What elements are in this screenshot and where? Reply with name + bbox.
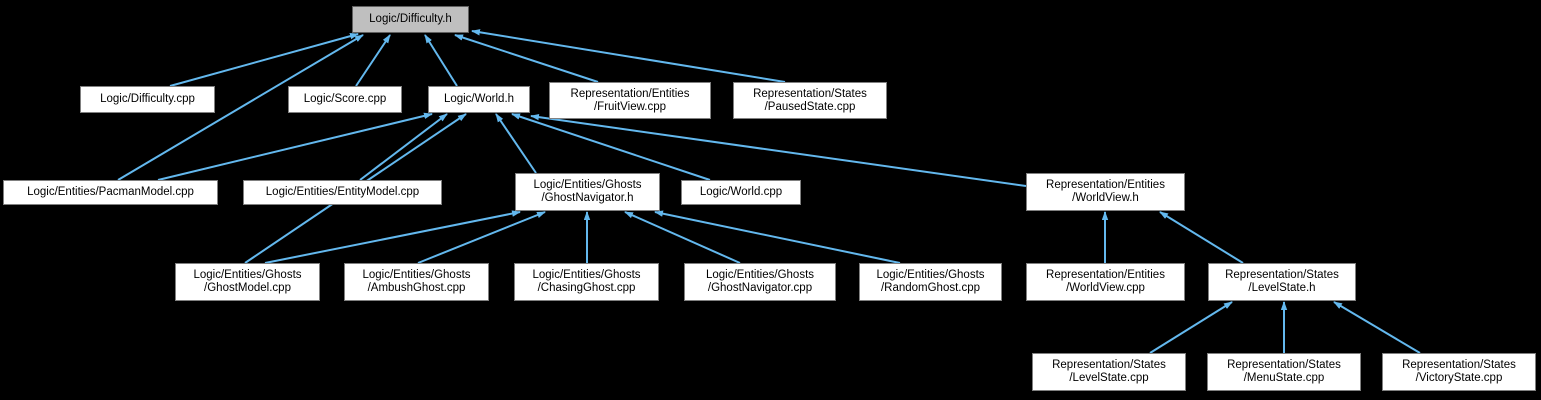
graph-node-label: Representation/Entities [570, 87, 690, 100]
graph-node-levelstate_h[interactable]: Representation/States/LevelState.h [1208, 263, 1356, 301]
graph-node-ghostmodel_cpp[interactable]: Logic/Entities/Ghosts/GhostModel.cpp [175, 263, 320, 301]
graph-node-victorystate_cpp[interactable]: Representation/States/VictoryState.cpp [1382, 353, 1536, 391]
graph-node-label: /LevelState.cpp [1069, 372, 1149, 384]
edge-pacmanmodel_cpp-to-world_h [157, 112, 433, 181]
graph-node-label: Logic/Difficulty.h [369, 13, 452, 25]
graph-node-label: Representation/States [1402, 359, 1516, 371]
graph-node-label: Representation/Entities [1046, 269, 1165, 281]
edge-world_h-to-difficulty_h [424, 34, 458, 87]
edge-randomghost_cpp-to-ghostnavigator_h [654, 210, 901, 264]
graph-node-label: Logic/Entities/Ghosts [193, 269, 302, 281]
graph-node-label: /GhostModel.cpp [204, 282, 291, 294]
graph-node-pacmanmodel_cpp[interactable]: Logic/Entities/PacmanModel.cpp [3, 180, 218, 205]
graph-node-world_h[interactable]: Logic/World.h [428, 86, 530, 113]
edge-ghostnavigator_h-to-world_h [495, 113, 537, 174]
edge-victorystate_cpp-to-levelstate_h [1333, 301, 1421, 354]
graph-node-pausedstate_cpp[interactable]: Representation/States/PausedState.cpp [733, 82, 887, 119]
graph-node-label: Logic/Entities/PacmanModel.cpp [27, 186, 194, 198]
graph-node-label: Representation/Entities [1046, 179, 1165, 191]
graph-node-label: Representation/States [753, 87, 867, 100]
graph-node-label: /MenuState.cpp [1243, 372, 1325, 384]
graph-node-label: /AmbushGhost.cpp [367, 282, 466, 294]
edge-levelstate_cpp-to-levelstate_h [1149, 301, 1233, 354]
graph-node-worldview_h[interactable]: Representation/Entities/WorldView.h [1026, 173, 1185, 211]
graph-node-label: Logic/Score.cpp [303, 93, 387, 105]
edge-score_cpp-to-difficulty_h [355, 34, 391, 87]
graph-node-label: Logic/World.h [443, 93, 515, 105]
graph-node-label: /WorldView.h [1072, 192, 1139, 204]
graph-node-label: Representation/States [1227, 359, 1341, 371]
graph-node-score_cpp[interactable]: Logic/Score.cpp [288, 86, 402, 113]
graph-node-label: /RandomGhost.cpp [880, 282, 981, 294]
graph-node-entitymodel_cpp[interactable]: Logic/Entities/EntityModel.cpp [243, 180, 442, 205]
edge-pausedstate_cpp-to-difficulty_h [471, 29, 786, 83]
edge-fruitview_cpp-to-difficulty_h [454, 34, 599, 83]
graph-node-label: /WorldView.cpp [1066, 282, 1145, 294]
graph-node-label: Logic/World.cpp [699, 186, 783, 198]
graph-node-menustate_cpp[interactable]: Representation/States/MenuState.cpp [1207, 353, 1361, 391]
edge-world_cpp-to-world_h [511, 113, 711, 181]
graph-node-label: /LevelState.h [1248, 282, 1316, 294]
graph-node-label: /PausedState.cpp [764, 100, 856, 113]
edge-difficulty_cpp-to-difficulty_h [169, 33, 359, 87]
graph-node-label: Logic/Difficulty.cpp [100, 93, 195, 105]
graph-node-chasingghost_cpp[interactable]: Logic/Entities/Ghosts/ChasingGhost.cpp [514, 263, 659, 301]
graph-node-label: Logic/Entities/Ghosts [533, 179, 642, 191]
edge-worldview_h-to-world_h [530, 113, 1027, 187]
edge-ghostnavigator_cpp-to-ghostnavigator_h [624, 211, 741, 264]
graph-node-label: Representation/States [1052, 359, 1166, 371]
graph-node-fruitview_cpp[interactable]: Representation/Entities/FruitView.cpp [549, 82, 711, 119]
edge-levelstate_h-to-worldview_h [1159, 211, 1244, 264]
graph-node-difficulty_h[interactable]: Logic/Difficulty.h [352, 6, 469, 33]
edges-group [117, 29, 1421, 354]
edge-entitymodel_cpp-to-world_h [359, 113, 448, 181]
graph-node-label: Logic/Entities/Ghosts [876, 269, 985, 281]
graph-node-ghostnavigator_h[interactable]: Logic/Entities/Ghosts/GhostNavigator.h [515, 173, 660, 211]
edge-pacmanmodel_cpp-to-difficulty_h [117, 34, 364, 181]
graph-node-randomghost_cpp[interactable]: Logic/Entities/Ghosts/RandomGhost.cpp [859, 263, 1002, 301]
graph-node-label: Representation/States [1225, 269, 1339, 281]
graph-node-label: Logic/Entities/EntityModel.cpp [265, 186, 420, 198]
graph-node-label: /GhostNavigator.cpp [707, 282, 813, 294]
graph-node-levelstate_cpp[interactable]: Representation/States/LevelState.cpp [1032, 353, 1186, 391]
graph-node-worldview_cpp[interactable]: Representation/Entities/WorldView.cpp [1026, 263, 1185, 301]
edge-ghostmodel_cpp-to-ghostnavigator_h [264, 210, 521, 264]
graph-node-ghostnavigator_cpp[interactable]: Logic/Entities/Ghosts/GhostNavigator.cpp [684, 263, 836, 301]
graph-node-label: Logic/Entities/Ghosts [705, 269, 815, 281]
graph-node-label: /FruitView.cpp [593, 100, 666, 113]
graph-node-ambushghost_cpp[interactable]: Logic/Entities/Ghosts/AmbushGhost.cpp [344, 263, 489, 301]
graph-node-label: Logic/Entities/Ghosts [362, 269, 471, 281]
graph-node-label: /GhostNavigator.h [541, 192, 634, 204]
graph-node-difficulty_cpp[interactable]: Logic/Difficulty.cpp [80, 86, 215, 113]
graph-node-world_cpp[interactable]: Logic/World.cpp [681, 180, 801, 205]
edge-ambushghost_cpp-to-ghostnavigator_h [417, 211, 546, 264]
graph-node-label: /VictoryState.cpp [1415, 372, 1503, 384]
graph-node-label: /ChasingGhost.cpp [537, 282, 636, 294]
graph-node-label: Logic/Entities/Ghosts [532, 269, 641, 281]
